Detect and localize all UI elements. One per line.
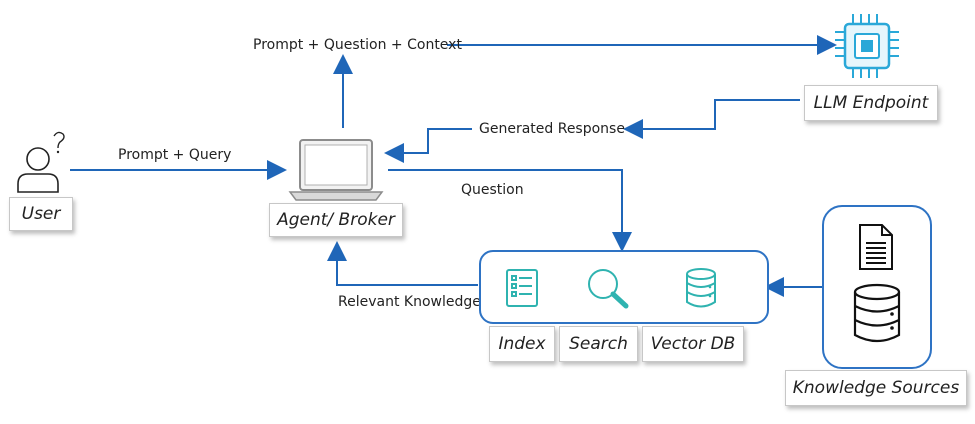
vector-db-label: Vector DB — [642, 326, 744, 362]
edge-label-relevant-knowledge: Relevant Knowledge — [338, 294, 481, 310]
edge-label-question: Question — [461, 182, 524, 198]
knowledge-store-panel — [479, 250, 769, 324]
database-icon — [853, 283, 901, 343]
edge-label-generated-response: Generated Response — [479, 121, 625, 137]
edge-label-prompt-query: Prompt + Query — [118, 147, 232, 163]
edge-label-prompt-question-context: Prompt + Question + Context — [253, 37, 462, 53]
llm-label: LLM Endpoint — [804, 85, 938, 121]
document-icon — [859, 224, 893, 270]
user-label: User — [9, 197, 73, 231]
arrow-response-to-agent — [384, 128, 472, 163]
chip-icon — [835, 14, 899, 78]
arrow-knowledge-to-agent — [327, 241, 478, 286]
user-icon — [17, 131, 65, 193]
index-list-icon — [506, 269, 538, 307]
laptop-icon — [288, 139, 384, 201]
agent-label: Agent/ Broker — [269, 203, 403, 237]
search-icon — [588, 269, 629, 309]
knowledge-sources-label: Knowledge Sources — [785, 370, 967, 406]
knowledge-sources-panel — [822, 205, 932, 369]
search-label: Search — [559, 326, 638, 362]
index-label: Index — [489, 326, 555, 362]
arrow-question-to-store — [388, 169, 632, 252]
arrow-llm-response — [623, 99, 800, 139]
vector-db-icon — [686, 268, 716, 308]
